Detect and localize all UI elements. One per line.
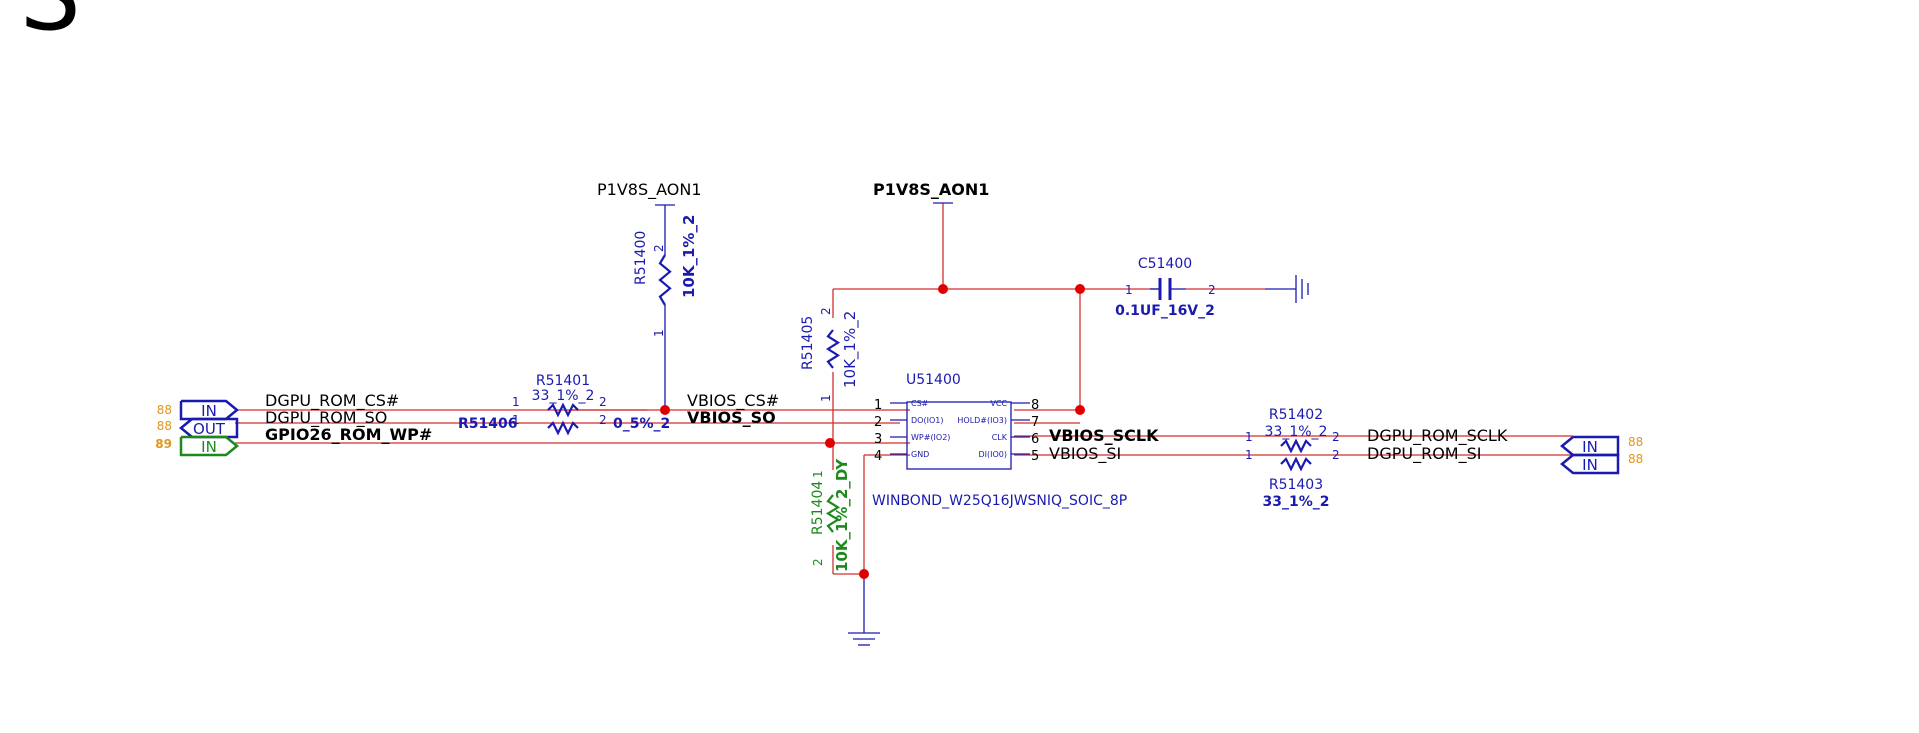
r51403-pin2: 2 (1332, 448, 1340, 462)
power-label-right: P1V8S_AON1 (873, 180, 989, 199)
r51406-value: 0_5%_2 (613, 416, 670, 432)
r51406-pin2: 2 (599, 413, 607, 427)
c51400-value: 0.1UF_16V_2 (1115, 303, 1215, 319)
ic-pin-right-4-name: DI(IO0) (978, 450, 1007, 459)
connector-4-outline (1560, 453, 1620, 475)
r51400-pin1: 1 (652, 329, 666, 337)
r51402-pin1: 1 (1245, 430, 1253, 444)
connector-2-label: IN (201, 438, 217, 456)
ic-pin-left-2-name: DO(IO1) (911, 416, 943, 425)
r51404-value: 10K_1%_2_DY (833, 458, 851, 572)
net-label-dgpu-rom-si: DGPU_ROM_SI (1367, 444, 1481, 464)
connector-3-label: IN (1582, 438, 1598, 456)
connector-0-label: IN (201, 402, 217, 420)
c51400-ref: C51400 (1138, 256, 1192, 272)
r51405-ref: R51405 (800, 316, 816, 370)
ic-pin-left-1-num: 1 (874, 398, 882, 413)
r51402-value: 33_1%_2 (1265, 424, 1328, 440)
ic-pin-right-3-num: 6 (1031, 432, 1039, 447)
connector-0-outline (179, 399, 239, 421)
connector-1-label: OUT (193, 420, 226, 438)
resistor-r51402 (1280, 438, 1312, 454)
r51405-value: 10K_1%_2 (841, 311, 860, 388)
c51400-pin1: 1 (1125, 283, 1133, 297)
net-label-vbios-cs: VBIOS_CS# (687, 391, 779, 411)
ic-pin-right-1-name: VCC (990, 399, 1007, 408)
r51402-pin2: 2 (1332, 430, 1340, 444)
page-title-fragment: PS (0, 0, 81, 44)
r51400-pin2: 2 (652, 244, 666, 252)
ic-pin-right-1-num: 8 (1031, 398, 1039, 413)
page-ref-1: 88 (157, 419, 172, 433)
r51401-ref: R51401 (536, 373, 590, 389)
r51405-pin1: 1 (819, 394, 833, 402)
r51404-pin1: 1 (811, 470, 825, 478)
page-ref-3: 88 (1628, 435, 1643, 449)
net-label-vbios-sclk: VBIOS_SCLK (1049, 426, 1159, 445)
resistor-r51400 (658, 254, 672, 306)
r51403-pin1: 1 (1245, 448, 1253, 462)
power-label-left: P1V8S_AON1 (597, 180, 702, 200)
ic-pin-left-4-name: GND (911, 450, 929, 459)
c51400-pin2: 2 (1208, 283, 1216, 297)
r51401-pin2: 2 (599, 395, 607, 409)
r51400-ref: R51400 (633, 231, 649, 285)
net-label-vbios-si: VBIOS_SI (1049, 444, 1121, 464)
ic-pin-left-4-num: 4 (874, 449, 882, 464)
r51402-ref: R51402 (1269, 407, 1323, 423)
junction-cs (660, 405, 670, 415)
net-label-dgpu-rom-so: DGPU_ROM_SO (265, 408, 387, 428)
ic-pin-left-3-name: WP#(IO2) (911, 433, 950, 442)
junction-vcc-right (1075, 284, 1085, 294)
r51401-value: 33_1%_2 (532, 388, 595, 404)
ic-pin-right-3-name: CLK (992, 433, 1008, 442)
ic-pin-right-2-num: 7 (1031, 415, 1039, 430)
junction-gnd (859, 569, 869, 579)
resistor-r51406 (547, 420, 579, 436)
resistor-r51404 (825, 494, 841, 533)
r51403-value: 33_1%_2 (1263, 494, 1330, 510)
r51406-ref: R51406 (458, 416, 518, 432)
ic-u51400-body (906, 401, 1012, 470)
r51404-pin2: 2 (811, 558, 825, 566)
r51400-value: 10K_1%_2 (680, 215, 698, 298)
page-ref-0: 88 (157, 403, 172, 417)
r51401-pin1: 1 (512, 395, 520, 409)
ic-pin-right-4-num: 5 (1031, 449, 1039, 464)
page-ref-2: 89 (155, 437, 172, 451)
resistor-r51401 (547, 402, 579, 418)
ic-pin-left-3-num: 3 (874, 432, 882, 447)
r51406-pin1: 1 (512, 413, 520, 427)
ic-pin-left-1-name: CS# (911, 399, 929, 408)
net-label-dgpu-rom-cs: DGPU_ROM_CS# (265, 391, 399, 411)
connector-4-label: IN (1582, 456, 1598, 474)
ic-u51400-ref: U51400 (906, 372, 961, 388)
ic-u51400-part: WINBOND_W25Q16JWSNIQ_SOIC_8P (872, 493, 1127, 509)
r51403-ref: R51403 (1269, 477, 1323, 493)
ic-pin-right-2-name: HOLD#(IO3) (957, 416, 1007, 425)
r51404-ref: R51404 (810, 481, 826, 535)
r51405-pin2: 2 (819, 307, 833, 315)
resistor-r51403 (1280, 456, 1312, 472)
junction-vcc-left (938, 284, 948, 294)
net-label-vbios-so: VBIOS_SO (687, 408, 776, 427)
net-label-gpio26-rom-wp: GPIO26_ROM_WP# (265, 425, 432, 444)
ic-pin-left-2-num: 2 (874, 415, 882, 430)
junction-pin8 (1075, 405, 1085, 415)
junction-wp (825, 438, 835, 448)
net-label-dgpu-rom-sclk: DGPU_ROM_SCLK (1367, 426, 1508, 446)
page-ref-4: 88 (1628, 452, 1643, 466)
connector-2-outline (179, 435, 239, 457)
resistor-r51405 (825, 329, 841, 369)
